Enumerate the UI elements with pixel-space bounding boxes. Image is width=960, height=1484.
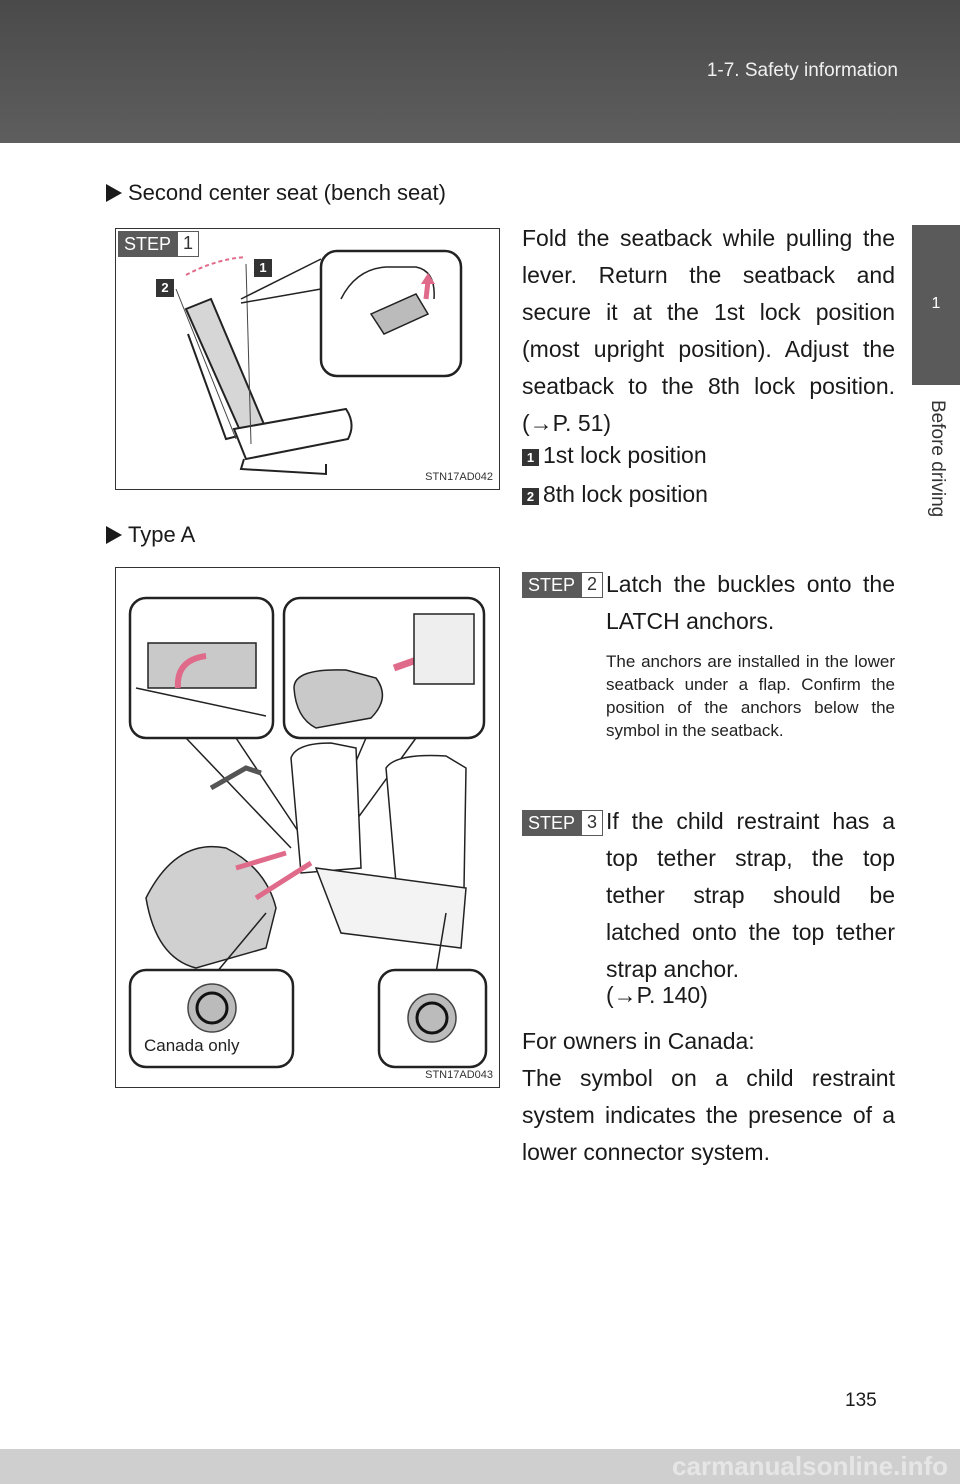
page-header: 1-7. Safety information bbox=[0, 0, 960, 143]
triangle-bullet-icon bbox=[106, 184, 122, 202]
step-1-text: Fold the seatback while pulling the leve… bbox=[522, 225, 895, 436]
step-3-ref: (→P. 140) bbox=[606, 982, 708, 1008]
number-box-icon: 2 bbox=[522, 488, 539, 505]
section-heading-type-a: Type A bbox=[106, 522, 195, 548]
marker-1: 1 bbox=[259, 260, 267, 275]
canada-text: The symbol on a child restraint system i… bbox=[522, 1065, 895, 1165]
triangle-bullet-icon bbox=[106, 526, 122, 544]
figure-code: STN17AD043 bbox=[425, 1069, 493, 1081]
section-title: 1-7. Safety information bbox=[706, 60, 898, 81]
watermark: carmanualsonline.info bbox=[672, 1451, 948, 1481]
section-heading-bench-seat: Second center seat (bench seat) bbox=[106, 180, 446, 206]
page-number: 135 bbox=[845, 1390, 877, 1411]
canada-heading: For owners in Canada: bbox=[522, 1028, 755, 1054]
chapter-tab: 1 bbox=[912, 225, 960, 385]
step-3-text: If the child restraint has a top tether … bbox=[606, 808, 895, 982]
figure-code: STN17AD042 bbox=[425, 471, 493, 483]
marker-2: 2 bbox=[161, 280, 169, 295]
child-seat-illustration bbox=[128, 596, 488, 1069]
chapter-number: 1 bbox=[931, 295, 941, 312]
step-2-text: Latch the buckles onto the LATCH anchors… bbox=[606, 571, 895, 634]
figure-latch-anchors: Canada only STN17AD043 bbox=[115, 567, 500, 1088]
number-box-icon: 1 bbox=[522, 449, 539, 466]
seat-illustration bbox=[156, 249, 463, 476]
page-footer: carmanualsonline.info bbox=[0, 1449, 960, 1484]
chapter-label: Before driving bbox=[927, 400, 948, 518]
canada-only-caption: Canada only bbox=[144, 1036, 240, 1055]
step-2-note: The anchors are installed in the lower s… bbox=[606, 652, 895, 740]
